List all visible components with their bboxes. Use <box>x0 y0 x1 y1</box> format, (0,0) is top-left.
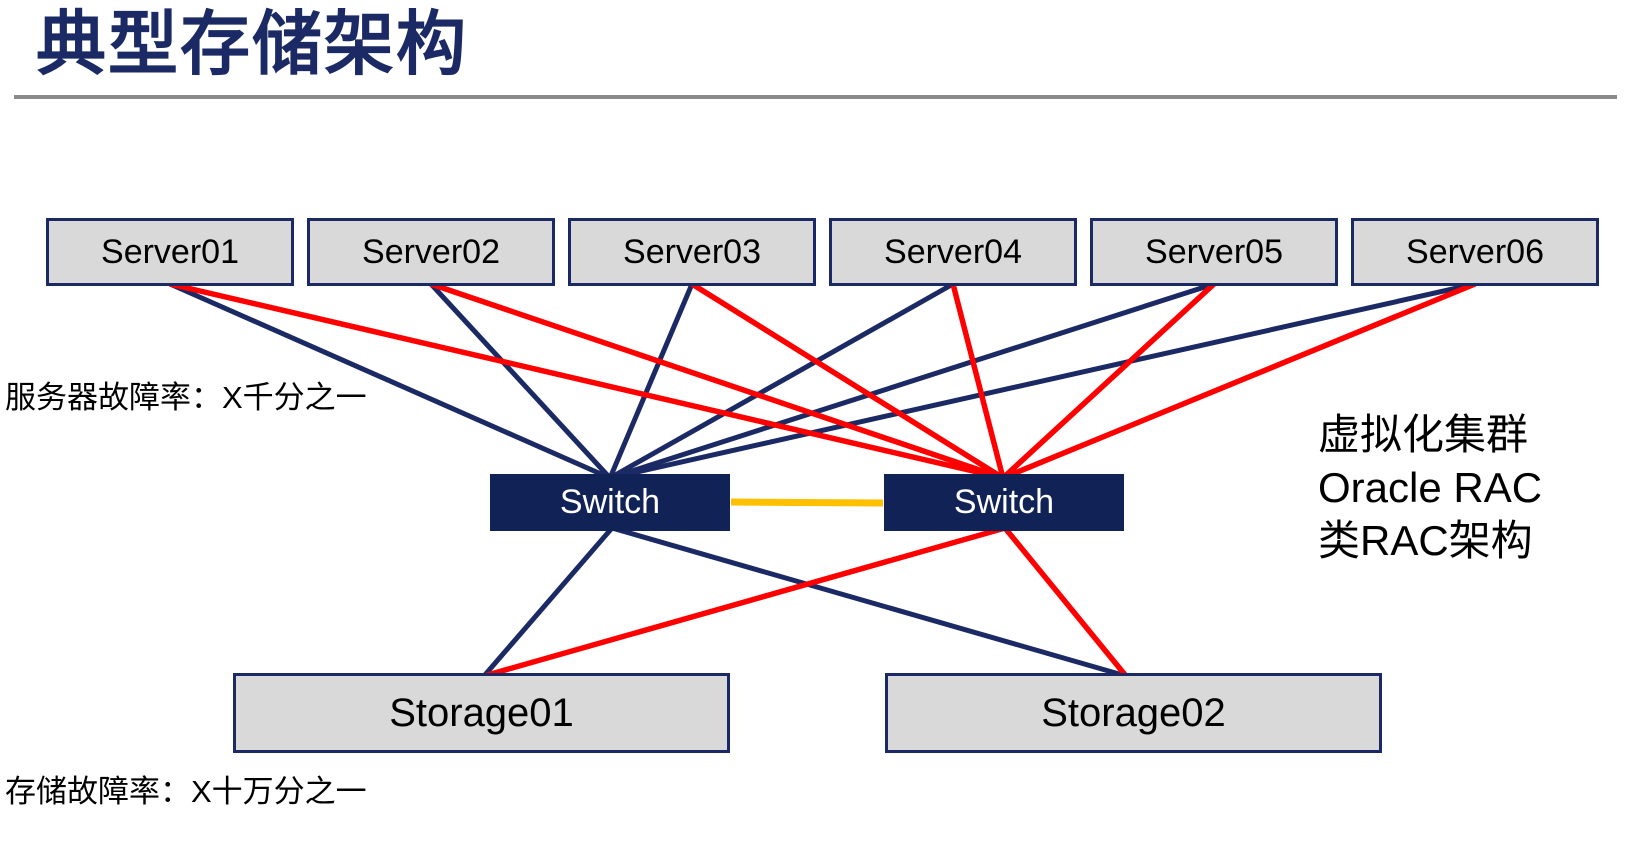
cluster-type-note-line1: 虚拟化集群 <box>1318 411 1529 458</box>
storage02-node: Storage02 <box>885 673 1382 753</box>
switch01-node: Switch <box>490 474 730 531</box>
edge-server01-switch01 <box>168 281 612 481</box>
edge-server01-switch02 <box>169 281 1004 481</box>
storage01-node: Storage01 <box>233 673 730 753</box>
server02-label: Server02 <box>362 232 500 271</box>
edge-server06-switch01 <box>609 281 1476 481</box>
switch02-label: Switch <box>953 483 1055 521</box>
title-divider <box>14 95 1617 99</box>
server03-node: Server03 <box>568 218 816 286</box>
server02-node: Server02 <box>307 218 555 286</box>
edge-server05-switch01 <box>609 281 1215 481</box>
switch02-node: Switch <box>884 474 1124 531</box>
edge-switch01-storage02 <box>611 525 1127 679</box>
storage01-label: Storage01 <box>389 690 574 735</box>
cluster-type-note-line2: Oracle RAC <box>1318 464 1543 511</box>
storage02-label: Storage02 <box>1041 690 1226 735</box>
server05-node: Server05 <box>1090 218 1338 286</box>
server01-node: Server01 <box>46 218 294 286</box>
edge-switch02-storage02 <box>1002 526 1129 678</box>
edge-server06-switch02 <box>1001 281 1477 481</box>
edge-server03-switch02 <box>690 281 1005 481</box>
cluster-type-note: 虚拟化集群 Oracle RAC 类RAC架构 <box>1318 408 1542 567</box>
server-failure-rate-note: 服务器故障率：X千分之一 <box>5 380 367 415</box>
cluster-type-note-line3: 类RAC架构 <box>1318 517 1533 564</box>
edge-server04-switch01 <box>608 281 955 481</box>
server06-label: Server06 <box>1406 232 1544 271</box>
edge-server02-switch01 <box>429 282 612 480</box>
server04-label: Server04 <box>884 232 1022 271</box>
edge-switch01-switch02 <box>730 498 884 507</box>
edge-server04-switch02 <box>950 283 1006 479</box>
edge-server02-switch02 <box>430 281 1004 481</box>
server03-label: Server03 <box>623 232 761 271</box>
edge-switch01-storage01 <box>482 526 614 678</box>
server04-node: Server04 <box>829 218 1077 286</box>
server01-label: Server01 <box>101 232 239 271</box>
edge-server03-switch01 <box>607 283 695 479</box>
storage-failure-rate-note: 存储故障率：X十万分之一 <box>5 774 367 809</box>
edge-switch02-storage01 <box>483 525 1006 679</box>
switch01-label: Switch <box>559 483 661 521</box>
server06-node: Server06 <box>1351 218 1599 286</box>
server05-label: Server05 <box>1145 232 1283 271</box>
page-title: 典型存储架构 <box>36 5 468 83</box>
edge-server05-switch02 <box>1001 281 1216 481</box>
